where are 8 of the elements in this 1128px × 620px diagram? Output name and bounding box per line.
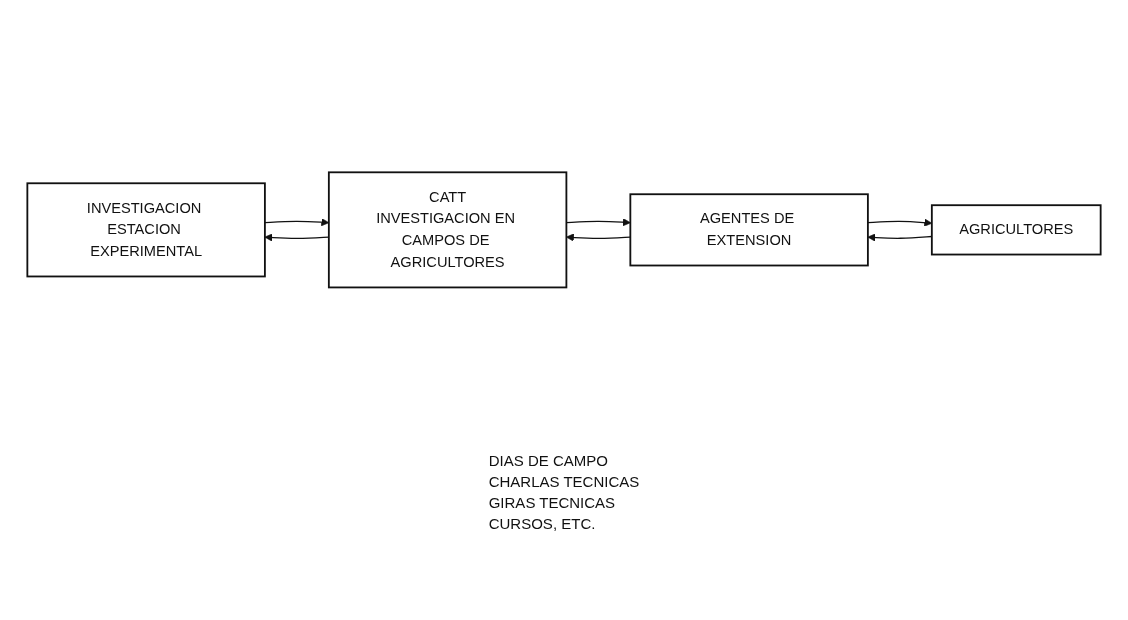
- node-box: AGENTES DE EXTENSION: [629, 193, 869, 267]
- node-box: AGRICULTORES: [930, 204, 1102, 256]
- note-text: DIAS DE CAMPO: [488, 451, 608, 471]
- node-box: INVESTIGACION ESTACION EXPERIMENTAL: [26, 182, 266, 278]
- note-text: GIRAS TECNICAS: [488, 493, 616, 513]
- note-text: CURSOS, ETC.: [488, 514, 596, 534]
- note-text: CHARLAS TECNICAS: [488, 472, 640, 492]
- node-box: CATT INVESTIGACION EN CAMPOS DE AGRICULTORES: [327, 171, 568, 289]
